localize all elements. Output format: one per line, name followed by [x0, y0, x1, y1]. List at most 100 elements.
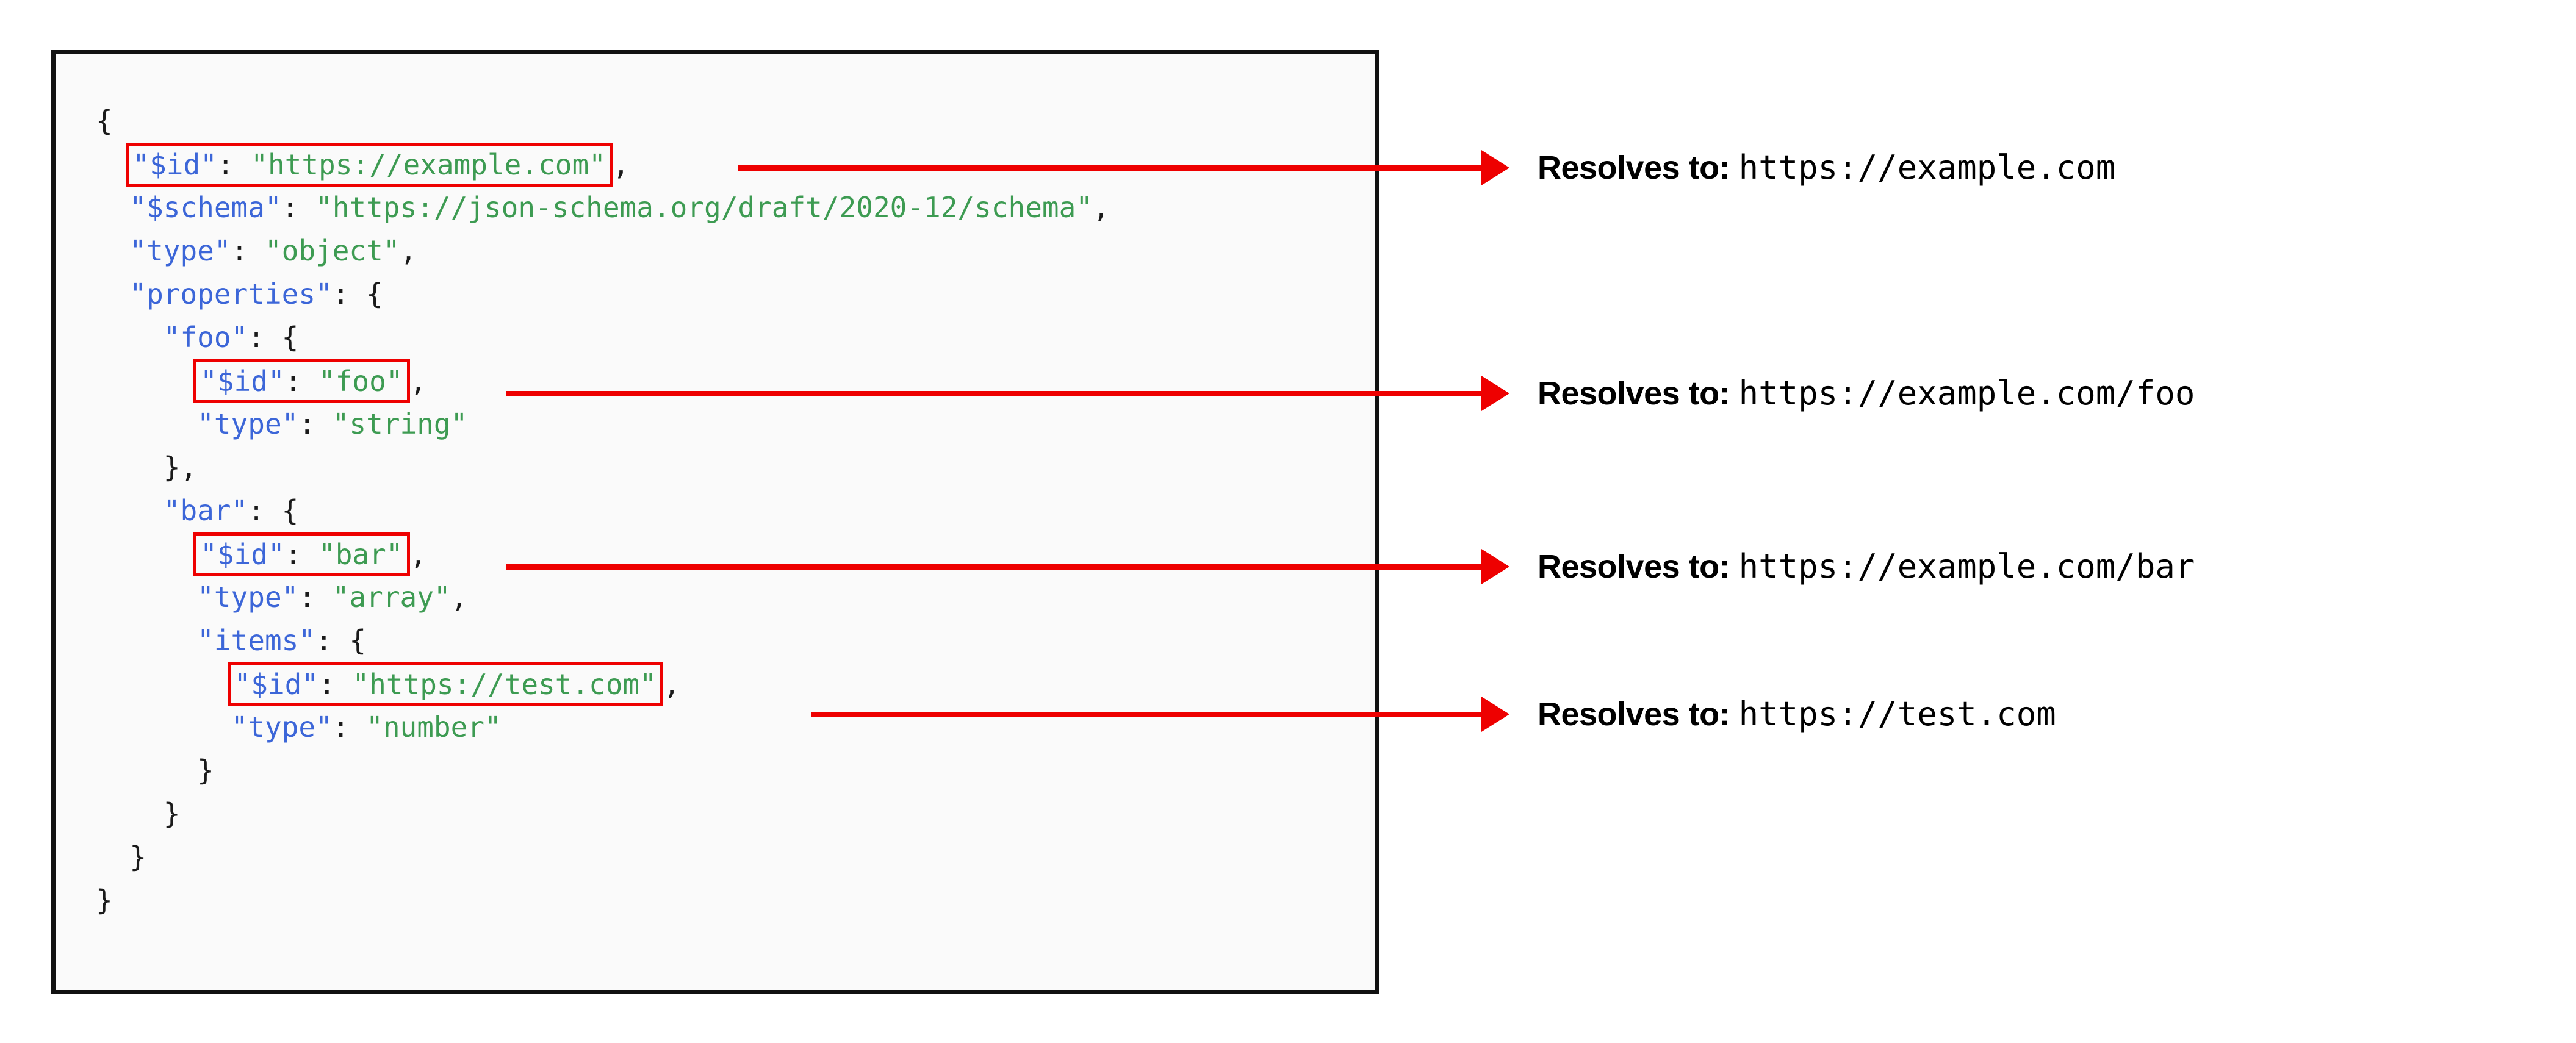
code-token-punct: ,	[1092, 191, 1110, 224]
code-line: }	[96, 749, 1110, 792]
code-indent	[96, 538, 197, 571]
code-token-str: "foo"	[318, 365, 403, 398]
code-indent	[96, 624, 197, 657]
code-token-punct: },	[163, 451, 198, 484]
code-indent	[96, 407, 197, 440]
code-token-punct: :	[318, 668, 353, 701]
code-token-str: "object"	[264, 234, 400, 267]
code-token-punct: :	[298, 581, 333, 614]
code-line: }	[96, 879, 1110, 922]
code-token-punct: ,	[409, 538, 427, 571]
code-indent	[96, 754, 197, 787]
annotation-label-3: Resolves to:	[1538, 548, 1739, 585]
code-token-key: "type"	[231, 711, 333, 744]
code-indent	[96, 148, 129, 181]
annotation-arrow-shaft-1	[738, 165, 1483, 171]
annotation-arrow-shaft-4	[811, 712, 1483, 717]
code-indent	[96, 581, 197, 614]
annotation-resolves-1: Resolves to: https://example.com	[1538, 148, 2115, 187]
code-indent	[96, 321, 164, 354]
code-token-str: "https://json-schema.org/draft/2020-12/s…	[315, 191, 1093, 224]
code-token-key: "items"	[197, 624, 316, 657]
code-token-key: "foo"	[163, 321, 248, 354]
code-token-key: "bar"	[163, 494, 248, 527]
code-token-punct: {	[96, 104, 113, 137]
code-token-str: "array"	[332, 581, 451, 614]
code-token-str: "number"	[366, 711, 502, 744]
code-token-key: "$id"	[200, 538, 285, 571]
code-indent	[96, 668, 231, 701]
code-token-punct: ,	[663, 668, 680, 701]
code-token-punct: :	[284, 538, 319, 571]
code-token-punct: ,	[612, 148, 630, 181]
annotation-arrow-shaft-3	[506, 564, 1483, 570]
code-token-key: "properties"	[129, 278, 333, 310]
code-line: "type": "array",	[96, 576, 1110, 619]
highlight-box: "$id": "bar"	[193, 532, 410, 576]
code-token-punct: :	[284, 365, 319, 398]
code-token-punct: }	[163, 797, 181, 830]
code-indent	[96, 278, 129, 310]
code-indent	[96, 840, 129, 873]
annotation-resolves-4: Resolves to: https://test.com	[1538, 695, 2056, 733]
code-token-punct: : {	[332, 278, 383, 310]
highlight-box: "$id": "foo"	[193, 359, 410, 403]
code-line: "bar": {	[96, 489, 1110, 532]
code-indent	[96, 191, 129, 224]
code-line: "type": "number"	[96, 706, 1110, 749]
code-token-punct: }	[96, 884, 113, 917]
code-token-key: "type"	[197, 581, 299, 614]
annotation-arrow-head-4	[1481, 697, 1509, 732]
code-token-str: "string"	[332, 407, 468, 440]
annotation-resolves-3: Resolves to: https://example.com/bar	[1538, 547, 2195, 586]
code-token-punct: ,	[409, 365, 427, 398]
code-token-punct: :	[298, 407, 333, 440]
annotation-url-2: https://example.com/foo	[1738, 374, 2195, 412]
annotation-arrow-head-2	[1481, 376, 1509, 411]
code-token-key: "$schema"	[129, 191, 282, 224]
code-indent	[96, 494, 164, 527]
annotation-label-2: Resolves to:	[1538, 375, 1739, 412]
code-token-key: "$id"	[200, 365, 285, 398]
code-line: "properties": {	[96, 273, 1110, 316]
code-token-punct: : {	[248, 321, 299, 354]
code-line: "$schema": "https://json-schema.org/draf…	[96, 186, 1110, 229]
code-token-str: "https://test.com"	[352, 668, 657, 701]
code-indent	[96, 365, 197, 398]
annotation-label-1: Resolves to:	[1538, 149, 1739, 186]
code-token-punct: :	[332, 711, 367, 744]
code-token-punct: : {	[315, 624, 367, 657]
code-indent	[96, 711, 231, 744]
code-token-punct: : {	[248, 494, 299, 527]
code-line: "foo": {	[96, 316, 1110, 359]
code-indent	[96, 451, 164, 484]
code-token-punct: }	[197, 754, 214, 787]
annotation-arrow-shaft-2	[506, 391, 1483, 396]
code-line: {	[96, 99, 1110, 143]
code-token-str: "https://example.com"	[251, 148, 606, 181]
code-token-key: "type"	[129, 234, 231, 267]
code-line: }	[96, 836, 1110, 879]
highlight-box: "$id": "https://test.com"	[227, 662, 663, 706]
code-indent	[96, 234, 129, 267]
code-line: }	[96, 792, 1110, 836]
code-token-key: "$id"	[234, 668, 319, 701]
code-line: },	[96, 446, 1110, 489]
code-line: "items": {	[96, 619, 1110, 662]
json-code-panel: { "$id": "https://example.com", "$schema…	[51, 50, 1379, 994]
code-token-str: "bar"	[318, 538, 403, 571]
code-token-punct: :	[281, 191, 316, 224]
code-token-key: "type"	[197, 407, 299, 440]
annotation-label-4: Resolves to:	[1538, 696, 1739, 733]
code-line: "type": "object",	[96, 229, 1110, 273]
code-token-punct: ,	[400, 234, 417, 267]
annotation-url-3: https://example.com/bar	[1738, 547, 2195, 586]
code-line: "$id": "https://test.com",	[96, 662, 1110, 706]
json-code-listing: { "$id": "https://example.com", "$schema…	[96, 99, 1110, 922]
code-token-punct: :	[231, 234, 265, 267]
code-line: "$id": "bar",	[96, 532, 1110, 576]
annotation-url-4: https://test.com	[1738, 695, 2056, 733]
annotation-arrow-head-1	[1481, 150, 1509, 185]
code-line: "type": "string"	[96, 403, 1110, 446]
code-token-punct: ,	[450, 581, 468, 614]
